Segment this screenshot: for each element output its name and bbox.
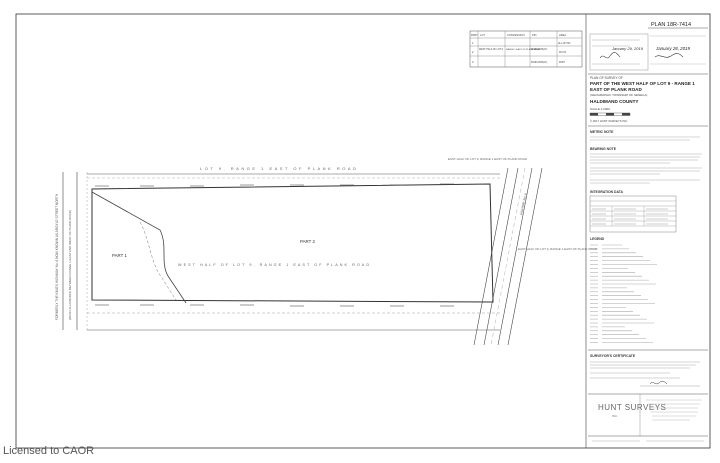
legend-heading: LEGEND [590, 237, 605, 241]
surveyor-signature [599, 52, 621, 59]
road-label-right: HIGHWAY No. 6 [519, 193, 528, 216]
surveyors-certificate-heading: SURVEYOR'S CERTIFICATE [590, 354, 636, 358]
highway-corridor [473, 167, 543, 346]
east-half-label-right: EAST HALF OF LOT 9, RANGE 1 EAST OF PLAN… [518, 247, 598, 251]
copyright-note: © 2017 HUNT SURVEYS INC. [590, 119, 628, 123]
survey-map: FORMERLY THE KING'S HIGHWAY No. 6 NOW KN… [55, 157, 598, 346]
west-half-label: WEST HALF OF LOT 9, RANGE 1 EAST OF PLAN… [178, 263, 371, 267]
registrar-signature [654, 53, 684, 58]
company-name: HUNT SURVEYS [598, 403, 666, 412]
plan-title-line-2: EAST OF PLANK ROAD [590, 87, 642, 92]
scale-label: SCALE 1:2000 [590, 107, 610, 111]
road-label-left-1: FORMERLY THE KING'S HIGHWAY No. 6 NOW KN… [55, 193, 59, 320]
signature-date: January 29, 2019 [611, 46, 644, 51]
legend-block: LEGEND [590, 237, 657, 343]
metric-note-heading: METRIC NOTE [590, 130, 614, 134]
east-half-label-top: EAST HALF OF LOT 9, RANGE 1 EAST OF PLAN… [448, 157, 528, 161]
company-suffix: INC. [612, 414, 618, 418]
part-2-label: PART 2 [300, 239, 315, 244]
company-block: HUNT SURVEYS INC. [588, 394, 708, 442]
plan-title-block: PLAN OF SURVEY OF PART OF THE WEST HALF … [588, 73, 708, 127]
scale-bar [589, 112, 631, 116]
plan-title-line-1: PART OF THE WEST HALF OF LOT 9 - RANGE 1 [590, 81, 695, 86]
certificate-signature [649, 380, 668, 385]
schedule-cell: 38190-0063(LT) [531, 62, 548, 64]
road-label-left-2: (ROAD ALLOWANCE BETWEEN RANGE 1 EAST AND… [68, 210, 72, 320]
sheet-border [15, 13, 711, 449]
surveyors-certificate-block: SURVEYOR'S CERTIFICATE [588, 349, 708, 395]
schedule-cell: ALL OF PIN [558, 42, 571, 45]
plan-of-survey-heading: PLAN OF SURVEY OF [590, 76, 623, 80]
bearing-note-heading: BEARING NOTE [590, 147, 617, 151]
plan-title-line-3: (GEOGRAPHIC TOWNSHIP OF SENECA) [590, 93, 647, 97]
lot-9-label: LOT 9, RANGE 1 EAST OF PLANK ROAD [200, 166, 358, 171]
schedule-header-pin: PIN [532, 33, 536, 37]
schedule-cell: 1 [472, 41, 474, 45]
schedule-header-part: PART [471, 33, 478, 37]
creek-line [139, 221, 177, 301]
license-watermark: Licensed to CAOR [3, 445, 95, 457]
schedule-cell: 38199-0026(LT) [531, 49, 548, 51]
parcel-boundary-part-2 [91, 183, 494, 303]
notes-block: METRIC NOTE BEARING NOTE [590, 130, 702, 184]
schedule-header-area: AREA [559, 33, 566, 37]
signature-block-right: PLAN 18R-7414 January 28, 2019 [648, 22, 708, 65]
signature-block-left: January 29, 2019 [589, 33, 649, 71]
plan-number: PLAN 18R-7414 [651, 22, 691, 28]
integration-data-block: INTEGRATION DATA [589, 190, 677, 233]
signature-date-registrar: January 28, 2019 [655, 46, 690, 51]
schedule-cell: WEST HALF OF LOT 9 [479, 48, 504, 51]
schedule-cell: 2 [472, 50, 474, 54]
part-1-label: PART 1 [112, 253, 127, 258]
parcel-boundary-part-1 [91, 191, 187, 304]
schedule-header-lot: LOT [480, 33, 485, 37]
schedule-table: PART LOT CONCESSION PIN AREA 1 WEST HALF… [469, 30, 583, 68]
integration-data-heading: INTEGRATION DATA [590, 190, 624, 194]
schedule-cell: 3 [472, 60, 474, 64]
plan-title-line-4: HALDIMAND COUNTY [590, 99, 639, 104]
schedule-cell: PART [559, 61, 566, 64]
schedule-cell: 38.274 [559, 52, 567, 54]
schedule-header-concession: CONCESSION [507, 33, 525, 37]
schedule-cell: RANGE 1 EAST OF PLANK ROAD [506, 48, 541, 51]
